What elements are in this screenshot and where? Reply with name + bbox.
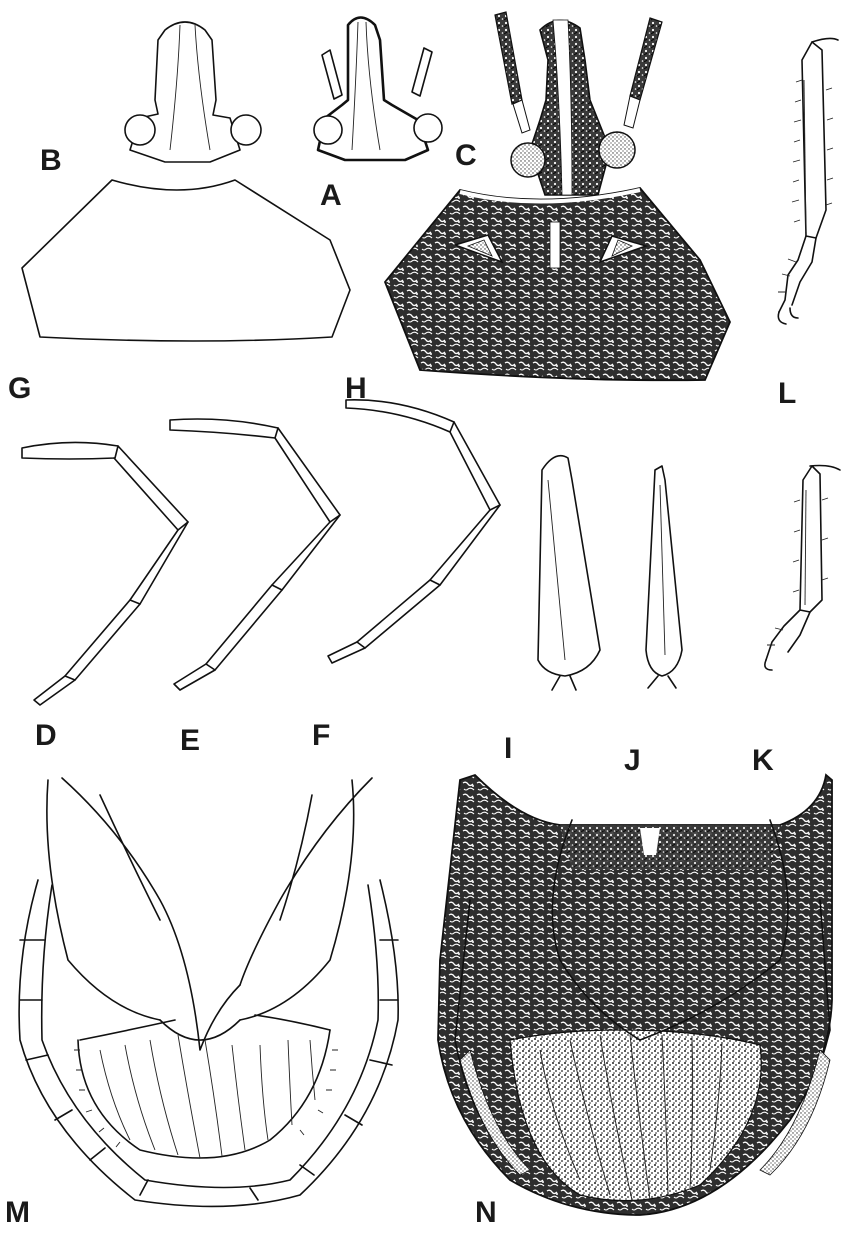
- label-n: N: [475, 1196, 497, 1229]
- figure-n-abdomen: [438, 775, 832, 1215]
- figure-a-head: [314, 18, 442, 161]
- label-m: M: [5, 1196, 30, 1229]
- figure-j-segment: [646, 466, 682, 688]
- figure-f-antenna: [328, 400, 500, 663]
- figure-e-antenna: [170, 419, 340, 690]
- label-b: B: [40, 144, 62, 177]
- label-k: K: [752, 744, 774, 777]
- label-g: G: [8, 372, 31, 405]
- figure-b-head: [125, 22, 261, 162]
- label-j: J: [624, 744, 641, 777]
- label-d: D: [35, 719, 57, 752]
- label-e: E: [180, 724, 200, 757]
- label-c: C: [455, 139, 477, 172]
- figure-d-antenna: [22, 442, 188, 705]
- figure-h-pronotum: [385, 188, 730, 380]
- label-h: H: [345, 372, 367, 405]
- figure-i-segment: [538, 456, 600, 690]
- label-i: I: [504, 732, 512, 765]
- label-a: A: [320, 179, 342, 212]
- figure-k-leg: [765, 466, 840, 671]
- figure-m-abdomen: [19, 778, 398, 1206]
- label-l: L: [778, 377, 796, 410]
- label-f: F: [312, 719, 330, 752]
- figure-g-pronotum: [22, 180, 350, 341]
- figure-c-head: [495, 12, 662, 195]
- figure-l-leg: [778, 38, 838, 324]
